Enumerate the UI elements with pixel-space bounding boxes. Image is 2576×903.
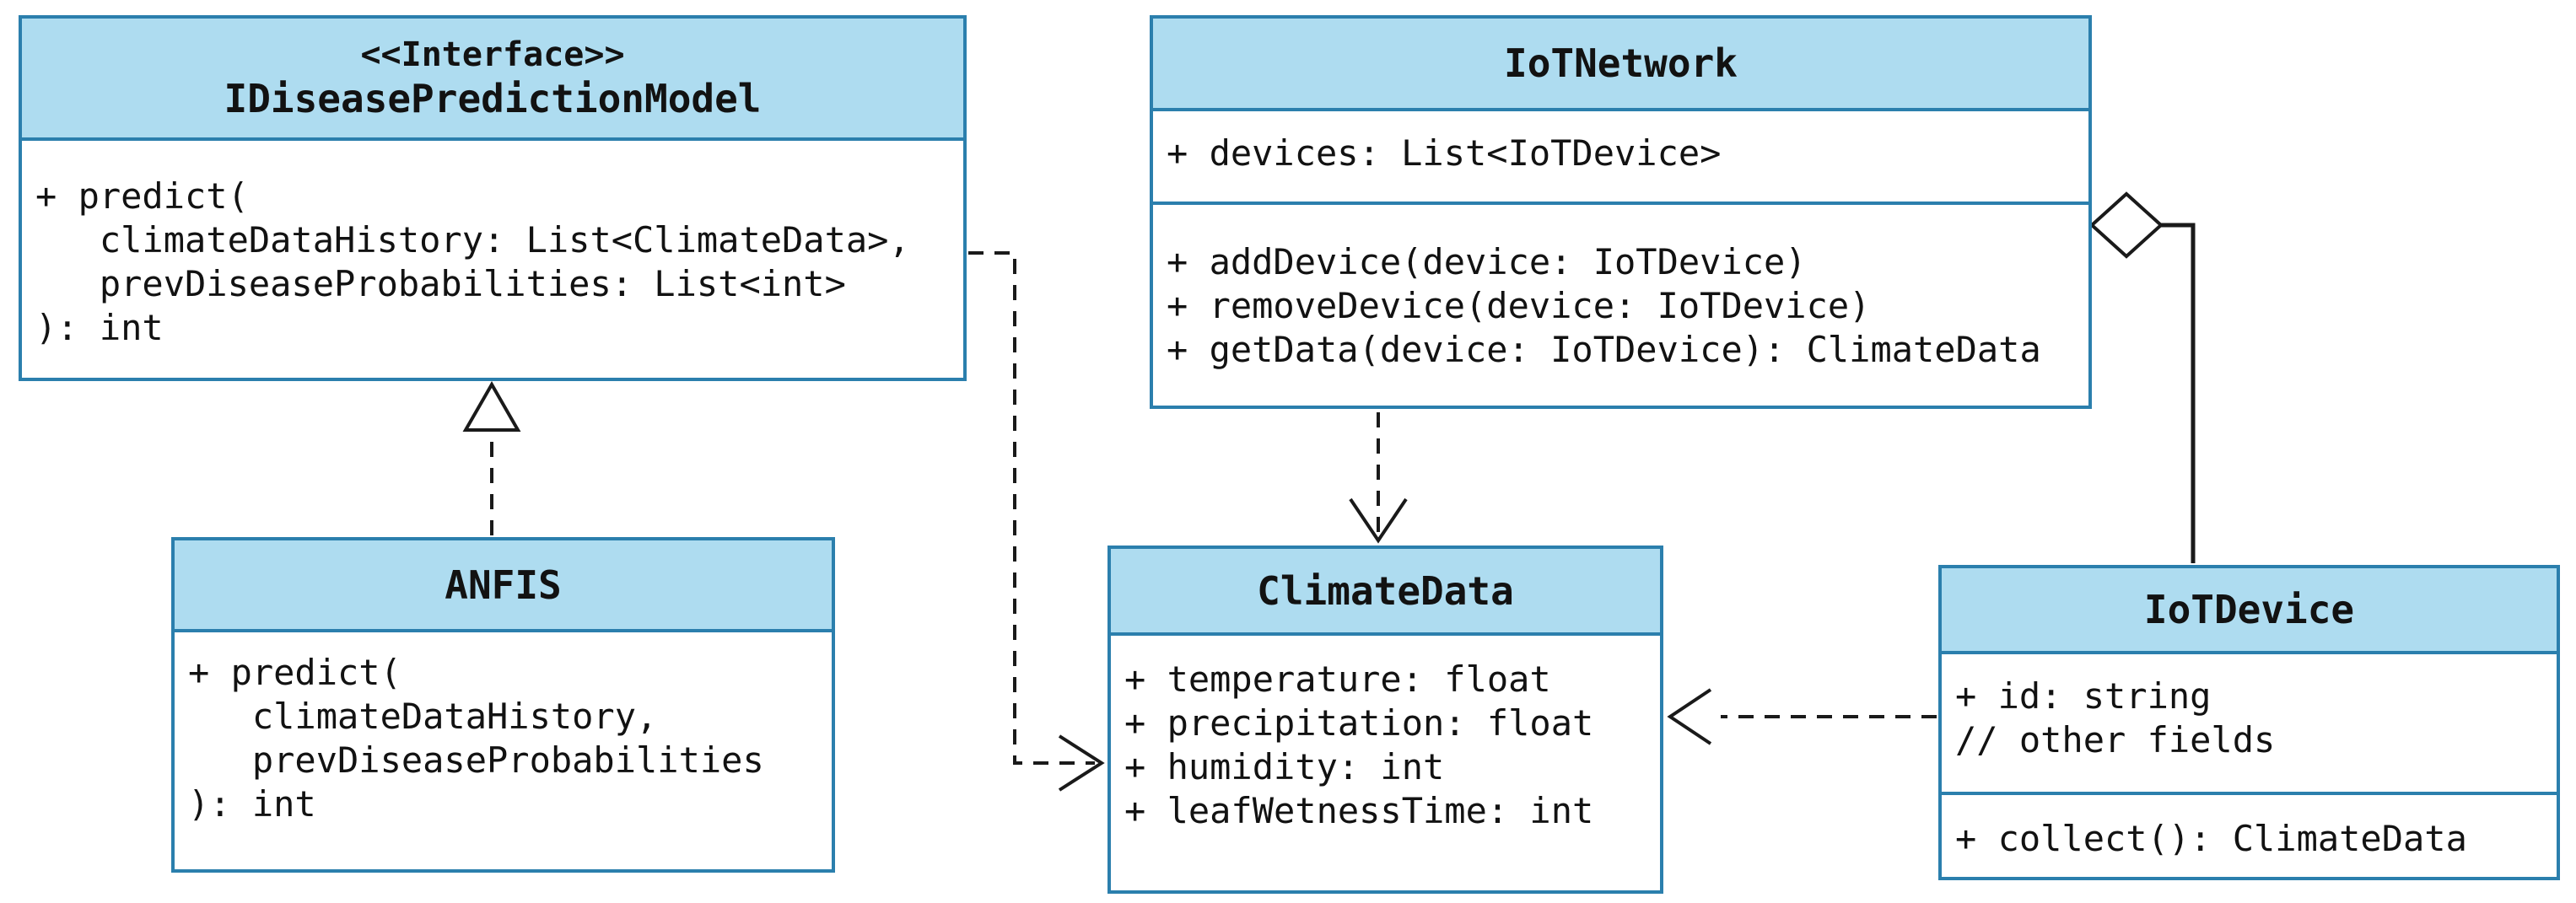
- class-name-idiseasepredictionmodel: IDiseasePredictionModel: [224, 75, 762, 121]
- member-line: climateDataHistory,: [188, 696, 658, 737]
- attributes-section: + devices: List<IoTDevice>: [1153, 111, 2088, 202]
- open-arrowhead-left: [1667, 688, 1712, 745]
- class-iotdevice-header: IoTDevice: [1942, 568, 2557, 654]
- class-climatedata-header: ClimateData: [1111, 549, 1660, 636]
- hollow-triangle-arrowhead: [462, 380, 521, 432]
- class-climatedata: ClimateData + temperature: float + preci…: [1107, 546, 1663, 894]
- class-name-climatedata: ClimateData: [1257, 567, 1514, 614]
- aggregation-iotnetwork-to-iotdevice: [2089, 191, 2196, 563]
- stereotype-label: <<Interface>>: [360, 35, 625, 74]
- methods-section: + collect(): ClimateData: [1942, 792, 2557, 861]
- members-section: + predict( climateDataHistory, prevDisea…: [175, 632, 832, 826]
- member-line: ): int: [188, 783, 316, 825]
- attribute-line: + precipitation: float: [1124, 702, 1594, 744]
- dependency-iotdevice-to-climatedata: [1667, 688, 1937, 745]
- dependency-iotnetwork-to-climatedata: [1349, 412, 1408, 544]
- class-name-iotnetwork: IoTNetwork: [1504, 40, 1738, 86]
- class-anfis: ANFIS + predict( climateDataHistory, pre…: [171, 537, 835, 873]
- class-idiseasepredictionmodel-header: <<Interface>> IDiseasePredictionModel: [22, 19, 963, 141]
- members-section: + predict( climateDataHistory: List<Clim…: [22, 141, 963, 350]
- attributes-section: + id: string // other fields: [1942, 654, 2557, 792]
- class-iotnetwork: IoTNetwork + devices: List<IoTDevice> + …: [1150, 15, 2092, 409]
- class-iotdevice: IoTDevice + id: string // other fields +…: [1938, 565, 2560, 880]
- class-anfis-header: ANFIS: [175, 540, 832, 632]
- realization-anfis-to-interface: [462, 380, 521, 535]
- method-line: + getData(device: IoTDevice): ClimateDat…: [1167, 329, 2041, 370]
- class-name-anfis: ANFIS: [445, 562, 562, 608]
- attribute-line: + temperature: float: [1124, 658, 1551, 700]
- attribute-line: // other fields: [1955, 719, 2276, 761]
- class-idiseasepredictionmodel: <<Interface>> IDiseasePredictionModel + …: [19, 15, 967, 381]
- open-arrowhead-down: [1349, 497, 1408, 544]
- hollow-diamond: [2089, 191, 2164, 259]
- attribute-line: + leafWetnessTime: int: [1124, 790, 1594, 831]
- attribute-line: + id: string: [1955, 675, 2212, 717]
- attributes-section: + temperature: float + precipitation: fl…: [1111, 636, 1660, 833]
- class-iotnetwork-header: IoTNetwork: [1153, 19, 2088, 111]
- method-line: + addDevice(device: IoTDevice): [1167, 241, 1807, 282]
- member-line: + predict(: [188, 652, 401, 693]
- member-line: climateDataHistory: List<ClimateData>,: [35, 219, 910, 261]
- open-arrowhead-right: [1058, 734, 1105, 792]
- member-line: prevDiseaseProbabilities: List<int>: [35, 263, 846, 304]
- member-line: + predict(: [35, 175, 249, 217]
- attribute-line: + devices: List<IoTDevice>: [1167, 132, 1722, 174]
- member-line: ): int: [35, 307, 164, 348]
- attribute-line: + humidity: int: [1124, 746, 1445, 787]
- dependency-interface-to-climatedata: [968, 251, 1105, 792]
- method-line: + collect(): ClimateData: [1955, 818, 2467, 859]
- class-name-iotdevice: IoTDevice: [2143, 587, 2355, 632]
- methods-section: + addDevice(device: IoTDevice) + removeD…: [1153, 202, 2088, 372]
- member-line: prevDiseaseProbabilities: [188, 739, 764, 781]
- method-line: + removeDevice(device: IoTDevice): [1167, 285, 1871, 326]
